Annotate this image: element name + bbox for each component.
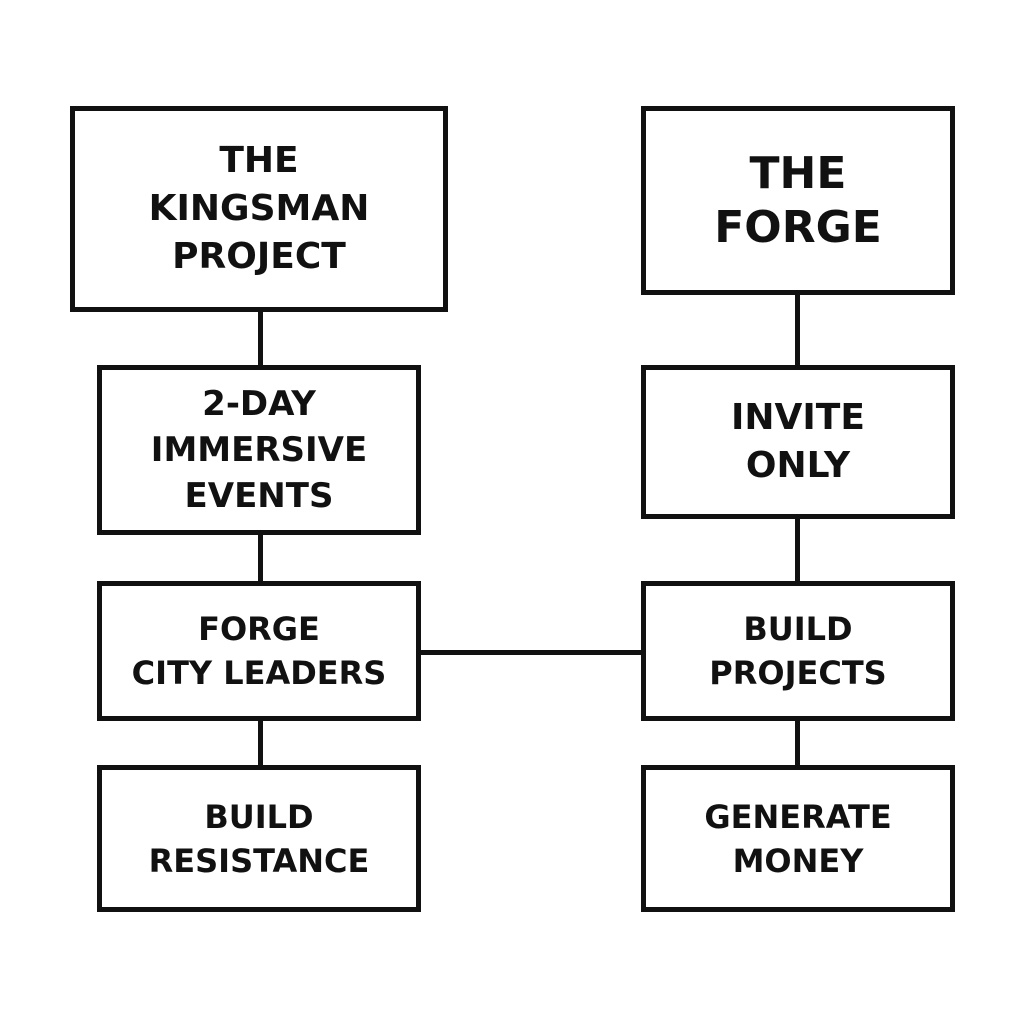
box-kingsman-project-line-3: PROJECT (172, 236, 346, 277)
box-build-resistance-line-1: BUILD (204, 797, 314, 836)
box-forge-city-leaders-line-1: FORGE (198, 610, 320, 648)
box-immersive-events-line-3: EVENTS (184, 476, 334, 516)
box-immersive-events: 2-DAY IMMERSIVE EVENTS (97, 365, 421, 535)
box-immersive-events-line-2: IMMERSIVE (150, 430, 368, 470)
connector-forge-to-invite (795, 292, 800, 368)
box-build-projects: BUILD PROJECTS (641, 581, 955, 721)
box-generate-money-line-1: GENERATE (704, 797, 892, 836)
box-kingsman-project-line-2: KINGSMAN (148, 188, 370, 229)
connector-projects-to-money (795, 718, 800, 768)
box-forge-city-leaders-line-2: CITY LEADERS (131, 654, 387, 692)
connector-invite-to-projects (795, 516, 800, 583)
box-build-resistance-line-2: RESISTANCE (148, 841, 370, 880)
box-invite-only-line-2: ONLY (745, 445, 851, 486)
connector-events-to-city-leaders (258, 533, 263, 583)
box-generate-money: GENERATE MONEY (641, 765, 955, 912)
connector-city-leaders-to-resistance (258, 718, 263, 768)
box-kingsman-project-line-1: THE (219, 140, 299, 181)
box-invite-only-line-1: INVITE (731, 397, 865, 438)
box-build-projects-line-2: PROJECTS (709, 654, 887, 692)
box-build-projects-line-1: BUILD (743, 610, 853, 648)
connector-kingsman-to-events (258, 310, 263, 368)
box-the-forge-line-2: FORGE (714, 201, 882, 253)
box-build-resistance: BUILD RESISTANCE (97, 765, 421, 912)
box-invite-only: INVITE ONLY (641, 365, 955, 519)
box-immersive-events-line-1: 2-DAY (202, 384, 316, 424)
box-generate-money-line-2: MONEY (732, 841, 864, 880)
connector-city-leaders-to-projects (420, 650, 644, 655)
box-forge-city-leaders: FORGE CITY LEADERS (97, 581, 421, 721)
box-the-forge: THE FORGE (641, 106, 955, 295)
box-kingsman-project: THE KINGSMAN PROJECT (70, 106, 448, 312)
box-the-forge-line-1: THE (749, 147, 847, 199)
